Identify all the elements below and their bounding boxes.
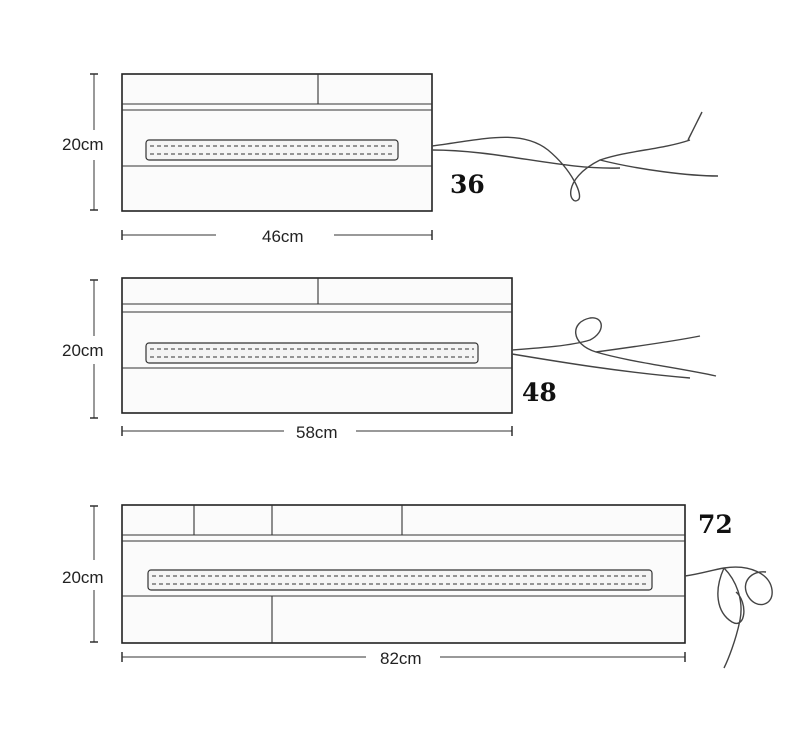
roll-72-tie-string: [684, 566, 773, 669]
roll-72-height-label: 20cm: [62, 568, 104, 587]
roll-48-width-label: 58cm: [296, 423, 338, 442]
roll-36-group: 20cm 46cm 36: [62, 73, 719, 246]
roll-72-count-label: 72: [698, 510, 733, 539]
roll-36-count-label: 36: [450, 170, 485, 199]
roll-48-group: 20cm 58cm 48: [62, 277, 717, 442]
roll-48-count-label: 48: [522, 378, 557, 407]
roll-36-height-label: 20cm: [62, 135, 104, 154]
roll-36-tie-string: [431, 136, 719, 202]
roll-48-height-label: 20cm: [62, 341, 104, 360]
roll-72-height-dimension: 20cm: [62, 505, 104, 643]
roll-48-height-dimension: 20cm: [62, 279, 104, 419]
roll-72-width-label: 82cm: [380, 649, 422, 668]
roll-72-width-dimension: 82cm: [121, 649, 686, 668]
roll-72-group: 20cm 82cm 72: [62, 504, 773, 669]
roll-36-height-dimension: 20cm: [62, 73, 104, 211]
roll-48-width-dimension: 58cm: [121, 423, 513, 442]
roll-36-width-dimension: 46cm: [121, 227, 433, 246]
roll-48-tie-string: [511, 317, 717, 379]
roll-72-pencil-band: [147, 569, 653, 591]
roll-36-width-label: 46cm: [262, 227, 304, 246]
roll-48-pencil-band: [145, 342, 479, 364]
roll-36-pencil-band: [145, 139, 399, 161]
